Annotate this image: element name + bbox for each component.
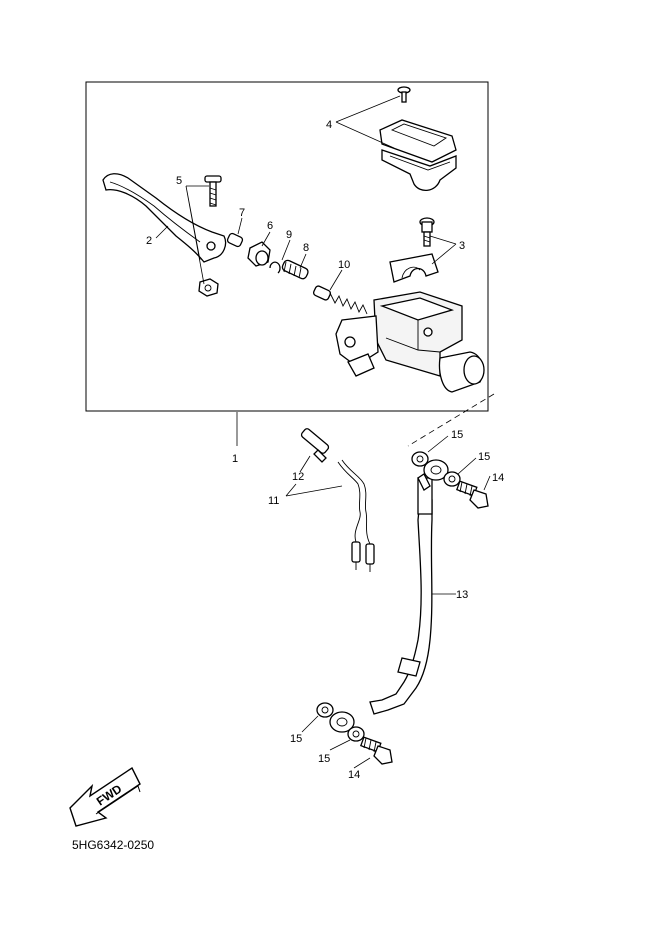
label-part-9: 9 — [286, 229, 292, 241]
label-part-8: 8 — [303, 242, 309, 254]
assembly-boundary-box — [85, 81, 489, 412]
dust-boot[interactable] — [247, 241, 271, 267]
lower-union-bolt[interactable] — [359, 736, 393, 765]
diagram-code: 5HG6342-0250 — [72, 838, 155, 852]
pivot-nut[interactable] — [198, 278, 219, 297]
holder-bolt[interactable] — [419, 217, 435, 247]
label-part-13: 13 — [456, 589, 468, 601]
upper-washer-b[interactable] — [443, 471, 461, 487]
lower-washer-a[interactable] — [316, 702, 334, 718]
brake-light-switch[interactable] — [300, 428, 330, 463]
label-part-2: 2 — [146, 235, 152, 247]
label-part-4: 4 — [326, 119, 332, 131]
upper-union-bolt[interactable] — [455, 480, 489, 509]
label-part-5: 5 — [176, 175, 182, 187]
label-part-12: 12 — [292, 471, 304, 483]
label-part-10: 10 — [338, 259, 350, 271]
circlip[interactable] — [269, 261, 281, 274]
pivot-bolt[interactable] — [204, 175, 222, 207]
cap-screw[interactable] — [397, 86, 411, 103]
brake-lever[interactable] — [102, 173, 227, 263]
piston-spring[interactable] — [312, 285, 368, 315]
upper-banjo-fitting[interactable] — [417, 459, 449, 491]
switch-wiring-harness[interactable] — [337, 459, 375, 572]
label-part-14-lower: 14 — [348, 769, 360, 781]
label-part-7: 7 — [239, 207, 245, 219]
label-part-1: 1 — [232, 453, 238, 465]
label-part-6: 6 — [267, 220, 273, 232]
handlebar-holder[interactable] — [389, 253, 439, 283]
brake-hose[interactable] — [369, 477, 433, 715]
label-part-15-upper-a: 15 — [451, 429, 463, 441]
piston-assembly[interactable] — [281, 259, 309, 280]
bushing[interactable] — [226, 232, 244, 248]
leader-lines — [155, 95, 491, 769]
forward-direction-arrow: FWD — [69, 766, 141, 827]
reservoir-cap[interactable] — [379, 119, 457, 191]
label-part-14-upper: 14 — [492, 472, 504, 484]
master-cylinder-body[interactable] — [335, 291, 485, 393]
label-part-3: 3 — [459, 240, 465, 252]
label-part-15-upper-b: 15 — [478, 451, 490, 463]
hose-connection-dashed-line — [407, 393, 495, 447]
upper-washer-a[interactable] — [411, 451, 429, 467]
label-part-15-lower-b: 15 — [318, 753, 330, 765]
lower-banjo-fitting[interactable] — [329, 711, 355, 733]
label-part-11: 11 — [268, 495, 279, 507]
lower-washer-b[interactable] — [347, 726, 365, 742]
label-part-15-lower-a: 15 — [290, 733, 302, 745]
